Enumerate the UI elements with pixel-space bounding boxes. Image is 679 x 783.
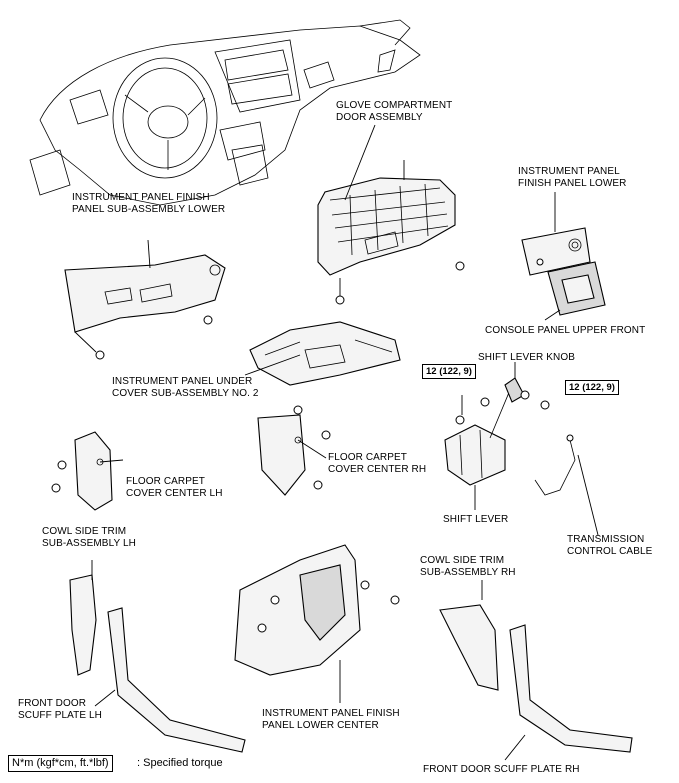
floor-carpet-rh-part xyxy=(257,405,331,496)
torque-spec-right: 12 (122, 9) xyxy=(565,380,619,395)
ip-finish-panel-lower-part xyxy=(521,192,591,276)
glove-compartment-door xyxy=(317,124,465,305)
ip-under-cover-part xyxy=(244,321,401,386)
label-shift-lever: SHIFT LEVER xyxy=(443,514,509,525)
label-console-panel-upper-front: CONSOLE PANEL UPPER FRONT xyxy=(485,325,646,336)
cowl-side-trim-rh-part xyxy=(439,580,499,691)
ip-finish-panel-subassy-lower-part xyxy=(64,239,226,360)
label-shift-lever-knob: SHIFT LEVER KNOB xyxy=(478,352,575,363)
floor-carpet-lh-part xyxy=(51,431,124,511)
cowl-side-trim-lh-part xyxy=(69,560,97,676)
shift-lever-part xyxy=(444,362,550,510)
console-panel-upper-front-part xyxy=(544,261,606,321)
legend-torque-unit-box: N*m (kgf*cm, ft.*lbf) xyxy=(8,755,113,772)
front-door-scuff-lh-part xyxy=(94,607,246,753)
legend-torque-description: : Specified torque xyxy=(137,757,223,769)
label-front-door-scuff-rh: FRONT DOOR SCUFF PLATE RH xyxy=(423,764,580,775)
torque-spec-left: 12 (122, 9) xyxy=(422,364,476,379)
transmission-control-cable-part xyxy=(534,434,599,536)
ip-finish-panel-lower-center-part xyxy=(234,544,400,703)
front-door-scuff-rh-part xyxy=(504,624,633,761)
dashboard-overview xyxy=(29,19,421,206)
